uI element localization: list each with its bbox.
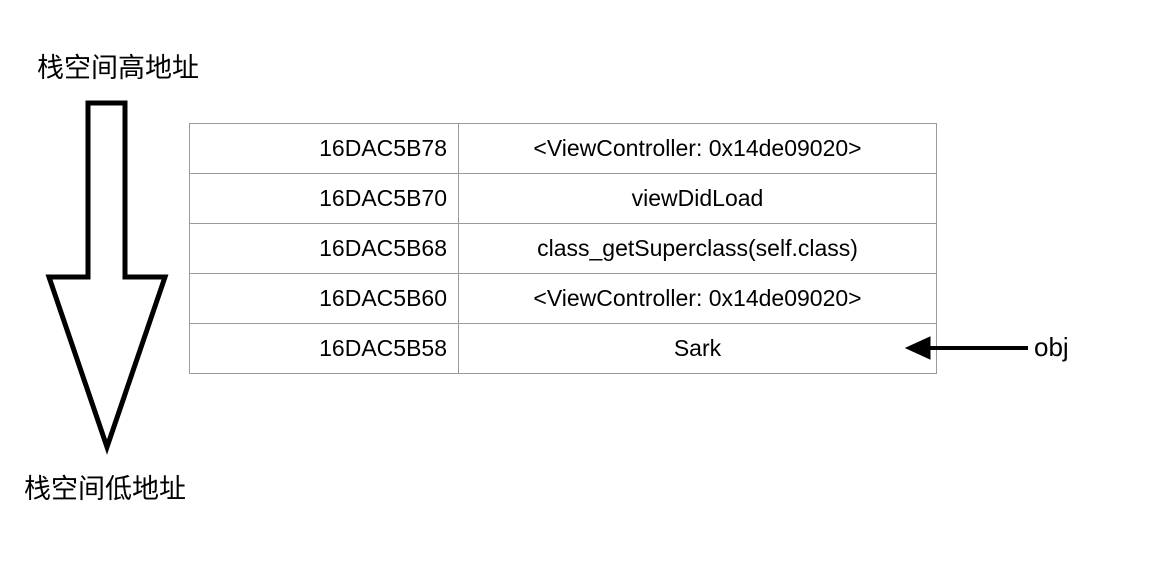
stack-address-cell: 16DAC5B78 [189, 123, 459, 174]
stack-value-cell: viewDidLoad [458, 173, 937, 224]
stack-address-cell: 16DAC5B60 [189, 273, 459, 324]
table-row: 16DAC5B78 <ViewController: 0x14de09020> [189, 123, 937, 174]
stack-high-address-label: 栈空间高地址 [37, 53, 199, 83]
left-arrow-icon [904, 336, 1028, 360]
stack-low-address-label: 栈空间低地址 [24, 474, 186, 504]
down-arrow-icon [45, 100, 169, 455]
stack-value-cell: Sark [458, 323, 937, 374]
stack-table-body: 16DAC5B78 <ViewController: 0x14de09020> … [189, 123, 937, 374]
stack-address-cell: 16DAC5B70 [189, 173, 459, 224]
stack-value-cell: <ViewController: 0x14de09020> [458, 123, 937, 174]
stack-frame-table: 16DAC5B78 <ViewController: 0x14de09020> … [189, 123, 937, 374]
stack-value-cell: class_getSuperclass(self.class) [458, 223, 937, 274]
stack-direction-down-arrow-icon [40, 95, 180, 460]
table-row: 16DAC5B58 Sark [189, 323, 937, 374]
table-row: 16DAC5B68 class_getSuperclass(self.class… [189, 223, 937, 274]
table-row: 16DAC5B60 <ViewController: 0x14de09020> [189, 273, 937, 324]
stack-address-cell: 16DAC5B68 [189, 223, 459, 274]
obj-pointer-label: obj [1034, 332, 1069, 362]
table-row: 16DAC5B70 viewDidLoad [189, 173, 937, 224]
obj-pointer-annotation: obj [900, 330, 1100, 368]
stack-address-cell: 16DAC5B58 [189, 323, 459, 374]
stack-value-cell: <ViewController: 0x14de09020> [458, 273, 937, 324]
